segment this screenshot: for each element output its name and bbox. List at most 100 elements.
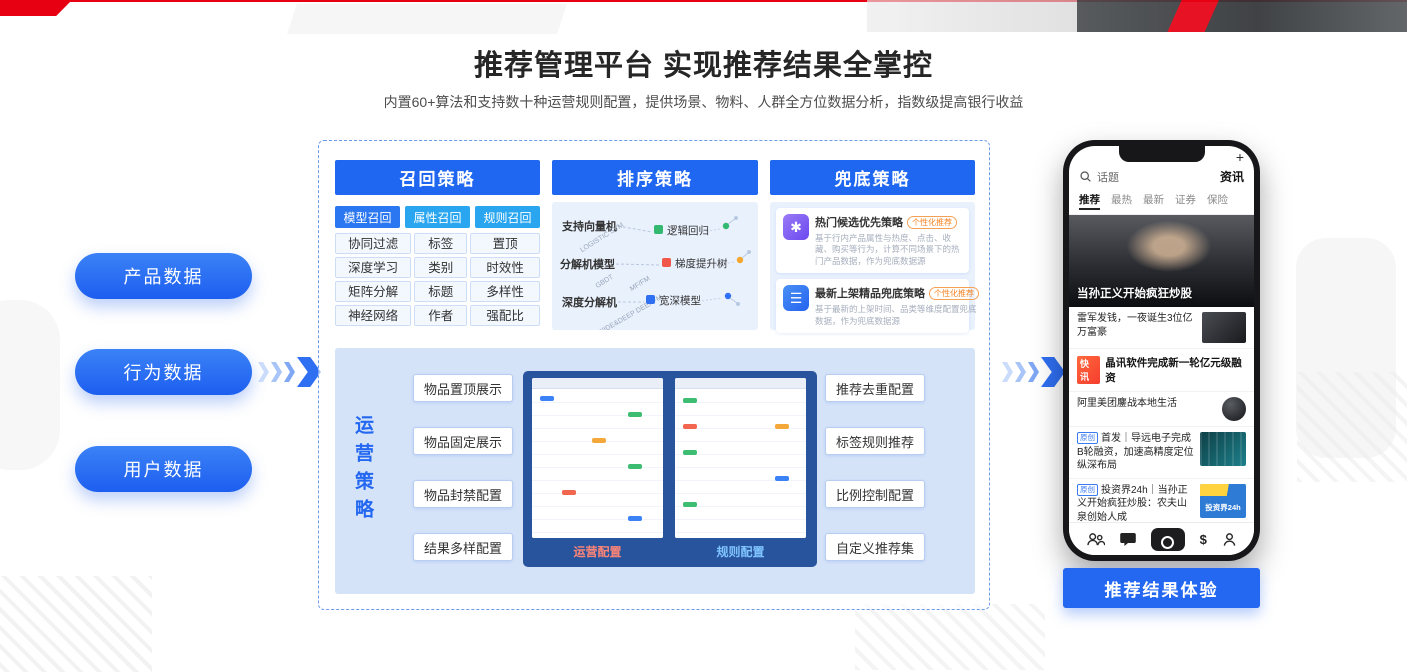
btn-item-pin-display[interactable]: 物品置顶展示: [413, 374, 513, 402]
chevron-icon: [271, 362, 282, 382]
btn-item-fixed-display[interactable]: 物品固定展示: [413, 427, 513, 455]
fresh-strategy-icon: ☰: [783, 285, 809, 312]
profile-icon[interactable]: [1222, 532, 1237, 547]
news-title: 雷军发钱，一夜诞生3位亿万富豪: [1077, 313, 1193, 338]
tab-news[interactable]: 资讯: [1219, 170, 1244, 184]
btn-custom-recommend-set[interactable]: 自定义推荐集: [825, 533, 925, 561]
chevron-icon: [1028, 362, 1039, 382]
btn-item-ban-config[interactable]: 物品封禁配置: [413, 480, 513, 508]
news-title-text: 首发｜导远电子完成B轮融资，加速高精度定位纵深布局: [1077, 433, 1194, 471]
btn-ratio-control-config[interactable]: 比例控制配置: [825, 480, 925, 508]
recall-cell: 置顶: [470, 233, 540, 254]
decor-gray-blob-left: [0, 300, 60, 470]
decor-stripes-bottom-left: [0, 576, 152, 672]
tab-rule-recall[interactable]: 规则召回: [475, 206, 540, 228]
pill-behavior-data[interactable]: 行为数据: [75, 349, 252, 395]
chevron-icon: [284, 362, 295, 382]
tab-topic[interactable]: 话题: [1097, 171, 1119, 184]
tab-model-recall[interactable]: 模型召回: [335, 206, 400, 228]
model-fm-label: 分解机模型: [560, 257, 615, 271]
btn-result-diversity-config[interactable]: 结果多样配置: [413, 533, 513, 561]
original-badge: 原创: [1077, 432, 1098, 445]
flow-arrow-right: [1002, 357, 1067, 387]
recall-strategy-header: 召回策略: [335, 160, 540, 195]
mini-chip: [628, 516, 642, 521]
recall-cell: 多样性: [470, 281, 540, 302]
molecule-dot: [736, 256, 744, 264]
mini-table-rows: [532, 390, 663, 538]
recall-cell: 协同过滤: [335, 233, 412, 254]
btn-tag-rule-recommend[interactable]: 标签规则推荐: [825, 427, 925, 455]
ranking-strategy-header: 排序策略: [552, 160, 758, 195]
tab-insurance[interactable]: 保险: [1207, 194, 1228, 206]
mini-chip: [683, 502, 697, 507]
chat-icon[interactable]: [1120, 532, 1136, 547]
mini-chip: [683, 424, 697, 429]
personalization-badge: 个性化推荐: [907, 215, 957, 229]
decor-top-right-photo: [867, 0, 1407, 32]
decor-red-wedge: [0, 0, 72, 16]
decor-photo-fragment-dark: [1077, 0, 1407, 32]
chevron-icon: [1015, 362, 1026, 382]
personalization-badge: 个性化推荐: [929, 286, 979, 300]
news-title: 原创投资界24h｜当孙正义开始疯狂炒股：农夫山泉创始人成: [1077, 483, 1194, 525]
operation-vertical-label: 运营策略: [352, 415, 373, 527]
news-item[interactable]: 阿里美团鏖战本地生活: [1069, 392, 1254, 427]
pill-product-data[interactable]: 产品数据: [75, 253, 252, 299]
recall-cell: 深度学习: [335, 257, 412, 278]
recall-cell: 标题: [414, 281, 468, 302]
mini-screenshot-operation: [532, 378, 663, 538]
mini-chip: [775, 476, 789, 481]
news-item[interactable]: 原创首发｜导远电子完成B轮融资，加速高精度定位纵深布局: [1069, 427, 1254, 479]
node-icon: [654, 225, 663, 234]
news-item[interactable]: 雷军发钱，一夜诞生3位亿万富豪: [1069, 307, 1254, 349]
fallback-panel: ✱ 热门候选优先策略 个性化推荐 基于行内产品属性与热度、点击、收藏、购买等行为…: [770, 202, 979, 334]
fallback-card-desc: 基于行内产品属性与热度、点击、收藏、购买等行为，计算不同场景下的热门产品数据，作…: [815, 233, 960, 266]
target-widedeep-label: 宽深模型: [659, 294, 701, 307]
btn-dedup-config[interactable]: 推荐去重配置: [825, 374, 925, 402]
tab-recommend[interactable]: 推荐: [1079, 192, 1100, 210]
node-icon: [662, 258, 671, 267]
community-icon[interactable]: [1086, 532, 1106, 547]
page-title: 推荐管理平台 实现推荐结果全掌控: [473, 50, 934, 82]
molecule-dot: [722, 222, 730, 230]
tab-attribute-recall[interactable]: 属性召回: [405, 206, 470, 228]
tab-securities[interactable]: 证券: [1175, 194, 1196, 206]
invest-thumb-label: 投资界24h: [1205, 502, 1241, 512]
decor-stripes-bottom-right: [855, 604, 1045, 670]
search-icon[interactable]: [1079, 170, 1092, 183]
tab-newest[interactable]: 最新: [1143, 194, 1164, 206]
plus-icon[interactable]: +: [1235, 149, 1244, 165]
mini-chip: [540, 396, 554, 401]
dollar-icon[interactable]: $: [1199, 531, 1207, 547]
news-thumbnail-invest: 投资界24h: [1200, 483, 1246, 518]
caption-operation-config: 运营配置: [573, 545, 622, 559]
phone-screen: + 话题 资讯 推荐 最热 最新 证券 保险 当孙正义开始疯狂炒股 雷军发钱，一…: [1069, 146, 1254, 555]
mini-chip: [683, 450, 697, 455]
target-lr-label: 逻辑回归: [667, 224, 709, 237]
fallback-card-title: 最新上架精品兜底策略: [815, 288, 925, 301]
news-item[interactable]: 原创投资界24h｜当孙正义开始疯狂炒股：农夫山泉创始人成 投资界24h: [1069, 479, 1254, 530]
chevron-icon: [1002, 362, 1013, 382]
phone-bottom-nav: $: [1069, 522, 1254, 555]
experience-result-button[interactable]: 推荐结果体验: [1063, 568, 1260, 608]
tab-hottest[interactable]: 最热: [1111, 194, 1132, 206]
caption-rule-config: 规则配置: [716, 545, 765, 559]
flow-arrow-left: [258, 357, 323, 387]
fallback-strategy-header: 兜底策略: [770, 160, 975, 195]
news-thumbnail: [1202, 312, 1246, 343]
screenshot-showcase: 运营配置 规则配置: [523, 371, 817, 567]
recall-cell: 标签: [414, 233, 468, 254]
camera-icon[interactable]: [1150, 527, 1185, 551]
mini-chip: [628, 464, 642, 469]
hero-news-image[interactable]: 当孙正义开始疯狂炒股: [1069, 215, 1254, 307]
mini-chip: [628, 412, 642, 417]
decor-stripes-right: [1297, 372, 1407, 482]
news-item-flash[interactable]: 快讯 晶讯软件完成新一轮亿元级融资: [1069, 349, 1254, 392]
ranking-diagram: 支持向量机 分解机模型 深度分解机 LOGISTIC SVM GBDT MF/F…: [552, 202, 758, 330]
decor-photo-fragment: [867, 0, 1077, 32]
recall-tabs: 模型召回 属性召回 规则召回: [335, 206, 540, 228]
pill-user-data[interactable]: 用户数据: [75, 446, 252, 492]
page-subtitle: 内置60+算法和支持数十种运营规则配置，提供场景、物料、人群全方位数据分析，指数…: [383, 94, 1024, 110]
operation-panel: 运营策略 物品置顶展示 物品固定展示 物品封禁配置 结果多样配置: [335, 348, 975, 594]
